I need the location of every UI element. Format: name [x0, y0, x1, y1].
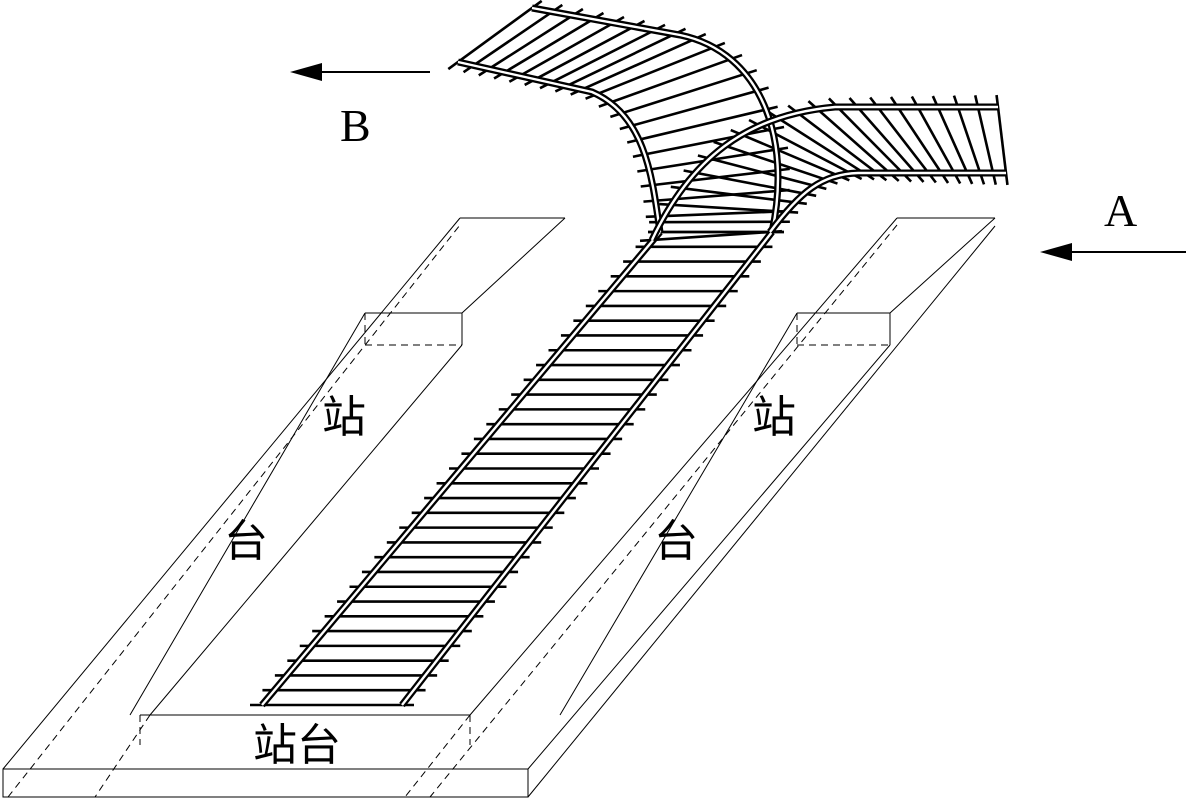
right-platform-char2: 台 [654, 516, 698, 567]
track-rails [259, 4, 1006, 708]
left-platform-char2: 台 [224, 516, 268, 567]
track-tie [508, 15, 625, 83]
track-tie [683, 169, 817, 198]
left-arm-hidden-line [94, 714, 151, 798]
track-ties [250, 0, 1009, 707]
platform-structure [2, 217, 996, 798]
left-arm-outer-edge [2, 217, 461, 770]
track-tie [478, 7, 584, 77]
track-tie [787, 104, 888, 182]
left-arm-hidden-edge [7, 224, 461, 798]
branch-a-track-rail-inner [650, 105, 998, 241]
track-tie [598, 53, 743, 108]
right-arm-hidden-line [404, 714, 471, 798]
track-tie [619, 86, 769, 131]
main-track-rail-inner [401, 231, 773, 706]
track-tie [554, 27, 687, 93]
track-tie [643, 188, 790, 203]
track-tie [626, 105, 778, 144]
platform-front-face [2, 768, 529, 798]
branch-b-track-rail-inner [457, 60, 662, 233]
track-tie [889, 96, 950, 184]
left-arm-inner-line [129, 312, 366, 716]
track-tie [807, 100, 900, 182]
track-tie [670, 185, 807, 206]
track-tie [828, 97, 913, 183]
branch-b-track-rail-inner [531, 6, 780, 233]
track-tie [570, 32, 707, 96]
track-tie [848, 97, 925, 183]
branch-a-track-rail-inner [769, 171, 1006, 233]
track-tie [462, 3, 564, 74]
platform-right-edge [527, 225, 996, 798]
track-tie [869, 96, 937, 184]
labels: B A 站 台 站 台 站台 [224, 100, 1137, 771]
arrow-b-head-icon [290, 63, 322, 81]
left-platform-char1: 站 [322, 392, 366, 443]
direction-arrows [290, 63, 1186, 261]
track-tie [767, 110, 875, 181]
track-tie [645, 209, 788, 219]
direction-b-label: B [340, 100, 371, 151]
right-arm-outer-edge [527, 344, 891, 770]
arrow-a-head-icon [1040, 243, 1072, 261]
track-tie [748, 118, 863, 181]
track-tie [730, 128, 850, 182]
right-arm-ramp [889, 217, 996, 314]
end-platform-label: 站台 [253, 720, 341, 771]
track-tie [609, 68, 758, 119]
track-tie [910, 95, 962, 185]
right-platform-char1: 站 [752, 392, 796, 443]
right-arm-inner-line [559, 312, 798, 716]
track-tie [493, 11, 605, 80]
right-arm-hidden-edge [429, 224, 898, 798]
track-tie [585, 41, 726, 100]
track-tie [539, 23, 666, 90]
right-arm-inner-edge [469, 217, 898, 716]
track-tie [632, 125, 785, 159]
branch-b-track-rail [457, 58, 664, 233]
left-arm-ramp [461, 217, 566, 314]
track-tie [447, 0, 543, 71]
direction-a-label: A [1104, 185, 1137, 236]
track-tie [524, 19, 646, 87]
track-tie [931, 95, 974, 185]
track-tie [697, 154, 827, 191]
left-arm-inner-edge [149, 344, 463, 716]
main-track-rail-inner [261, 231, 661, 706]
track-tie [639, 229, 783, 243]
